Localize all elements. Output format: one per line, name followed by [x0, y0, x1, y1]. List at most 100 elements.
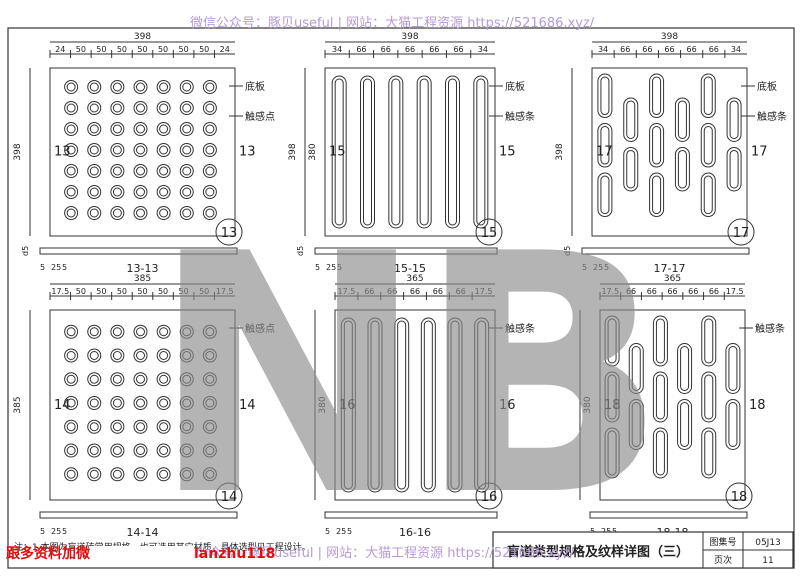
tactile-dot: [156, 419, 171, 434]
tactile-bar-inner: [363, 78, 372, 226]
sheet-frame: [7, 27, 795, 569]
tactile-dot-inner: [182, 422, 192, 432]
height-dim: 398: [13, 143, 23, 160]
tactile-dot-inner: [112, 327, 122, 337]
tactile-dot-inner: [66, 469, 76, 479]
tactile-short-bar-inner: [626, 100, 636, 139]
bottom-dim: 5: [62, 527, 67, 536]
tactile-dot: [87, 324, 102, 339]
tactile-dot: [87, 467, 102, 482]
tactile-dot: [110, 348, 125, 363]
tactile-dot-inner: [182, 469, 192, 479]
tactile-short-bar-inner: [677, 149, 687, 189]
tactile-short-bar: [700, 123, 716, 168]
tactile-bar-inner: [477, 320, 487, 490]
detail-number-circle: [215, 218, 243, 246]
tactile-dot: [202, 101, 217, 115]
tactile-dot: [202, 324, 217, 339]
component-label: 触感条: [757, 110, 787, 123]
redacted-box: [90, 546, 194, 562]
tactile-dot-inner: [136, 398, 145, 408]
tactile-dot-inner: [182, 187, 192, 197]
segment-dim: 34: [731, 45, 741, 54]
tactile-dot-inner: [112, 422, 122, 432]
segment-dim: 24: [220, 45, 230, 54]
tactile-dot-inner: [66, 208, 76, 218]
bottom-dim: 5: [40, 527, 45, 536]
tactile-dot: [64, 372, 79, 387]
tactile-dot-inner: [112, 398, 122, 408]
detail-number: 15: [481, 226, 498, 241]
tile-outline: [49, 309, 236, 501]
tactile-dot: [179, 143, 194, 157]
tactile-dot-inner: [112, 351, 122, 360]
segment-dim: 66: [626, 287, 636, 296]
tactile-dot-inner: [159, 187, 169, 197]
overall-width-dim: 365: [406, 274, 423, 284]
tactile-short-bar-inner: [704, 430, 714, 476]
cut-mark-right: 15: [499, 144, 516, 159]
tile-outline: [324, 67, 496, 237]
tactile-dot: [179, 80, 194, 94]
tactile-dot: [202, 164, 217, 178]
tactile-dot-inner: [159, 82, 169, 92]
tactile-dot: [133, 324, 148, 339]
tactile-short-bar: [597, 123, 613, 168]
tactile-short-bar-inner: [626, 149, 636, 189]
tactile-dot-inner: [66, 145, 76, 155]
tactile-dot-inner: [159, 422, 169, 432]
tactile-dot: [133, 206, 148, 220]
tactile-bar-inner: [391, 78, 401, 226]
tactile-bar-inner: [397, 320, 407, 490]
tactile-dot-inner: [159, 208, 169, 218]
tactile-short-bar: [677, 399, 693, 450]
bottom-dim: 25: [51, 263, 61, 272]
segment-dim: 66: [620, 45, 630, 54]
tactile-short-bar-inner: [703, 76, 713, 116]
section-label: 17-17: [654, 262, 686, 275]
tactile-short-bar-inner: [680, 402, 690, 447]
tactile-dot: [179, 419, 194, 434]
tactile-dot: [87, 122, 102, 136]
tactile-short-bar-inner: [703, 126, 713, 165]
tactile-dot-inner: [159, 145, 169, 155]
tactile-short-bar: [652, 315, 668, 367]
tactile-short-bar: [725, 343, 741, 394]
tactile-dot-inner: [205, 422, 215, 432]
tactile-dot-inner: [182, 446, 192, 455]
tactile-dot: [133, 80, 148, 94]
tactile-dot-inner: [136, 103, 145, 113]
segment-dim: 17.5: [475, 287, 493, 296]
tactile-short-bar-inner: [631, 346, 641, 391]
tactile-bar: [447, 317, 463, 493]
segment-dim: 66: [687, 45, 697, 54]
segment-dim: 50: [179, 45, 189, 54]
tactile-dot-inner: [66, 103, 76, 113]
tactile-dot-inner: [136, 422, 145, 432]
tactile-dot: [110, 396, 125, 410]
tactile-dot: [156, 185, 171, 199]
segment-dim: 66: [709, 287, 719, 296]
tactile-dot: [156, 122, 171, 136]
segment-dim: 50: [158, 45, 168, 54]
tactile-dot: [179, 185, 194, 199]
tactile-dot: [202, 348, 217, 363]
tactile-short-bar: [623, 146, 639, 192]
tactile-bar: [394, 317, 410, 493]
tactile-dot-inner: [89, 187, 99, 197]
tactile-short-bar-inner: [655, 318, 665, 364]
bottom-dim: 25: [51, 527, 61, 536]
segment-dim: 66: [642, 45, 652, 54]
cut-mark-right: 14: [239, 398, 256, 413]
segment-dim: 66: [364, 287, 374, 296]
tactile-dot-inner: [205, 446, 215, 455]
tactile-dot: [110, 372, 125, 387]
tactile-dot: [179, 324, 194, 339]
segment-dim: 66: [429, 45, 439, 54]
tactile-dot-inner: [66, 374, 76, 384]
tactile-bar: [360, 75, 375, 229]
component-label: 触感点: [245, 322, 275, 335]
tactile-dot-inner: [66, 124, 76, 134]
